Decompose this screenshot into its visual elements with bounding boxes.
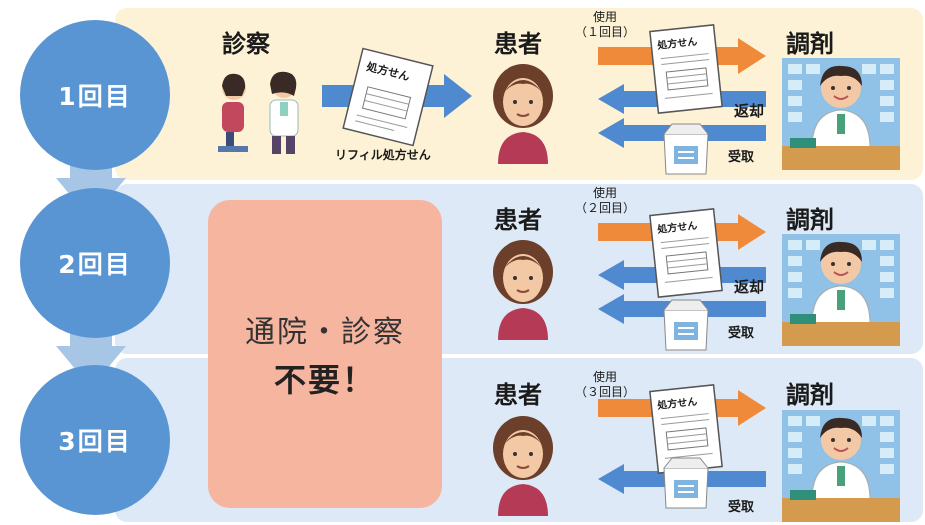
usage-note-3: 使用 （３回目） <box>570 370 640 400</box>
pharmacy-label-1: 調剤 <box>786 30 834 58</box>
refill-caption: リフィル処方せん <box>335 148 431 162</box>
step-2-circle: 2回目 <box>20 188 170 338</box>
receive-label-3: 受取 <box>728 500 755 515</box>
pharmacist-illustration-1 <box>782 58 900 170</box>
patient-label-2: 患者 <box>494 206 542 234</box>
medicine-bag-icon-2 <box>663 299 709 351</box>
usage-top-3: 使用 <box>592 370 617 384</box>
patient-label-1: 患者 <box>494 30 542 58</box>
pharmacy-label-3: 調剤 <box>786 381 834 409</box>
step-1-circle: 1回目 <box>20 20 170 170</box>
consultation-title: 診察 <box>222 30 270 58</box>
receive-label-1: 受取 <box>728 150 755 165</box>
prescription-sheet-1: 処方せん <box>649 24 723 114</box>
no-visit-note: 通院・診察 不要！ <box>208 200 442 508</box>
medicine-bag-icon-3 <box>663 457 709 509</box>
no-visit-line2: 不要！ <box>273 361 376 399</box>
return-label-1: 返却 <box>734 102 765 120</box>
step-2-label: 2回目 <box>58 250 132 279</box>
patient-illustration-3 <box>493 416 553 516</box>
patient-illustration-2 <box>493 240 553 340</box>
usage-top-1: 使用 <box>592 10 617 24</box>
usage-top-2: 使用 <box>592 186 617 200</box>
pharmacist-illustration-3 <box>782 410 900 522</box>
refill-prescription-sheet: 処方せん <box>342 47 434 147</box>
usage-bottom-1: （１回目） <box>574 25 635 39</box>
receive-label-2: 受取 <box>728 326 755 341</box>
patient-illustration-1 <box>493 64 553 164</box>
usage-bottom-3: （３回目） <box>574 385 635 399</box>
step-1-label: 1回目 <box>58 82 132 111</box>
no-visit-line1: 通院・診察 <box>245 315 405 350</box>
pharmacy-label-2: 調剤 <box>786 206 834 234</box>
pharmacist-illustration-2 <box>782 234 900 346</box>
usage-note-1: 使用 （１回目） <box>570 10 640 40</box>
usage-bottom-2: （２回目） <box>574 201 635 215</box>
usage-note-2: 使用 （２回目） <box>570 186 640 216</box>
step-3-label: 3回目 <box>58 427 132 456</box>
patient-label-3: 患者 <box>494 381 542 409</box>
prescription-sheet-2: 処方せん <box>649 208 723 298</box>
doctor-patient-illustration <box>218 71 299 154</box>
return-label-2: 返却 <box>734 278 765 296</box>
medicine-bag-icon-1 <box>663 123 709 175</box>
prescription-sheet-3: 処方せん <box>649 384 723 474</box>
step-3-circle: 3回目 <box>20 365 170 515</box>
